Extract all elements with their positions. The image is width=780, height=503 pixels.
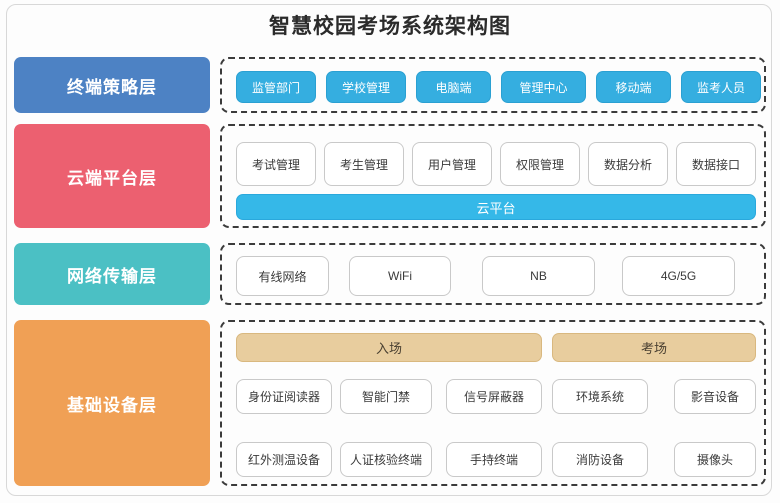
node-terminal-1[interactable]: 学校管理 bbox=[326, 71, 406, 103]
layer-infrastructure: 基础设备层 入场 考场 身份证阅读器 智能门禁 信号屏蔽器 环境系统 影音设备 … bbox=[14, 320, 766, 486]
node-cloud-1[interactable]: 考生管理 bbox=[324, 142, 404, 186]
device-0-4[interactable]: 影音设备 bbox=[674, 379, 756, 414]
layer-cloud-platform: 云端平台层 考试管理 考生管理 用户管理 权限管理 数据分析 数据接口 云平台 bbox=[14, 124, 766, 228]
cloud-platform-bar[interactable]: 云平台 bbox=[236, 194, 756, 220]
device-0-3[interactable]: 环境系统 bbox=[552, 379, 648, 414]
device-1-1[interactable]: 人证核验终端 bbox=[340, 442, 432, 477]
device-1-4[interactable]: 摄像头 bbox=[674, 442, 756, 477]
node-cloud-2[interactable]: 用户管理 bbox=[412, 142, 492, 186]
layer-network-transmission: 网络传输层 有线网络 WiFi NB 4G/5G bbox=[14, 243, 766, 305]
node-cloud-5[interactable]: 数据接口 bbox=[676, 142, 756, 186]
node-cloud-3[interactable]: 权限管理 bbox=[500, 142, 580, 186]
diagram-title: 智慧校园考场系统架构图 bbox=[269, 15, 511, 38]
layer-terminal-strategy: 终端策略层 监管部门 学校管理 电脑端 管理中心 移动端 监考人员 bbox=[14, 57, 766, 113]
layer-body-network-transmission: 有线网络 WiFi NB 4G/5G bbox=[220, 243, 766, 305]
node-terminal-2[interactable]: 电脑端 bbox=[416, 71, 491, 103]
node-network-2[interactable]: NB bbox=[482, 256, 595, 296]
node-network-1[interactable]: WiFi bbox=[349, 256, 451, 296]
device-1-2[interactable]: 手持终端 bbox=[446, 442, 542, 477]
layer-label-infrastructure: 基础设备层 bbox=[14, 320, 210, 486]
node-network-3[interactable]: 4G/5G bbox=[622, 256, 735, 296]
layer-body-terminal-strategy: 监管部门 学校管理 电脑端 管理中心 移动端 监考人员 bbox=[220, 57, 766, 113]
node-terminal-4[interactable]: 移动端 bbox=[596, 71, 671, 103]
device-1-3[interactable]: 消防设备 bbox=[552, 442, 648, 477]
layer-label-terminal-strategy: 终端策略层 bbox=[14, 57, 210, 113]
group-header-entry[interactable]: 入场 bbox=[236, 333, 542, 362]
layer-body-cloud-platform: 考试管理 考生管理 用户管理 权限管理 数据分析 数据接口 云平台 bbox=[220, 124, 766, 228]
layer-label-network-transmission: 网络传输层 bbox=[14, 243, 210, 305]
node-cloud-0[interactable]: 考试管理 bbox=[236, 142, 316, 186]
node-cloud-4[interactable]: 数据分析 bbox=[588, 142, 668, 186]
device-0-0[interactable]: 身份证阅读器 bbox=[236, 379, 332, 414]
node-terminal-5[interactable]: 监考人员 bbox=[681, 71, 761, 103]
device-1-0[interactable]: 红外测温设备 bbox=[236, 442, 332, 477]
layer-label-cloud-platform: 云端平台层 bbox=[14, 124, 210, 228]
group-header-exam-room[interactable]: 考场 bbox=[552, 333, 756, 362]
node-network-0[interactable]: 有线网络 bbox=[236, 256, 329, 296]
layer-body-infrastructure: 入场 考场 身份证阅读器 智能门禁 信号屏蔽器 环境系统 影音设备 红外测温设备… bbox=[220, 320, 766, 486]
device-0-2[interactable]: 信号屏蔽器 bbox=[446, 379, 542, 414]
node-terminal-0[interactable]: 监管部门 bbox=[236, 71, 316, 103]
node-terminal-3[interactable]: 管理中心 bbox=[501, 71, 586, 103]
device-0-1[interactable]: 智能门禁 bbox=[340, 379, 432, 414]
